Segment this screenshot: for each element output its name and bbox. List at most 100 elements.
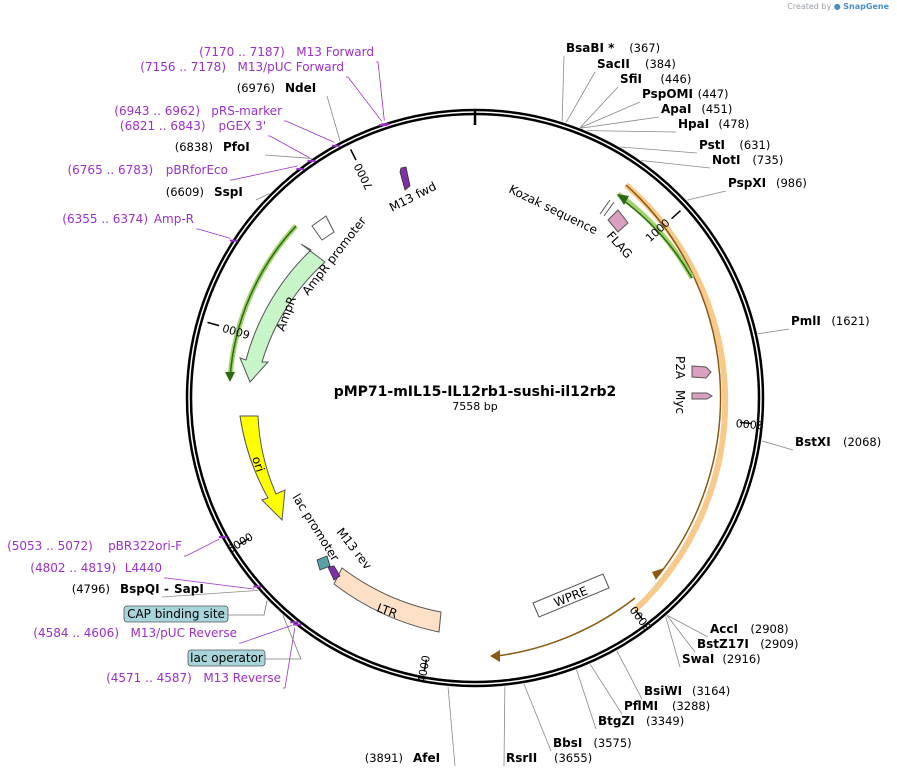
site-separator: - xyxy=(164,582,169,596)
site-leader-pspxi xyxy=(686,190,727,201)
site-psti[interactable]: PstI(631) xyxy=(699,138,770,152)
site-hpai[interactable]: HpaI(478) xyxy=(678,117,749,131)
primer-m13-puc-reverse[interactable]: M13/pUC Reverse(4584 .. 4606) xyxy=(33,626,237,640)
site-sspi[interactable]: (6609)SspI xyxy=(166,185,243,199)
site-name: AfeI xyxy=(413,751,440,765)
site-bsabi[interactable]: BsaBI *(367) xyxy=(566,41,660,55)
ampr-promoter-arrow[interactable] xyxy=(311,215,335,241)
feature-label-ltr: LTR xyxy=(375,601,399,621)
primer-amp-r[interactable]: Amp-R(6355 .. 6374) xyxy=(62,212,194,226)
site-leader-apai xyxy=(581,116,660,129)
box-background xyxy=(123,605,229,623)
flag-arrow[interactable] xyxy=(607,209,629,233)
primer-name: pGEX 3' xyxy=(219,119,266,133)
site-position: (2908) xyxy=(750,622,788,636)
primer-range: (7156 .. 7178) xyxy=(140,60,226,74)
myc-arrow[interactable] xyxy=(691,392,713,400)
site-name: SspI xyxy=(214,185,243,199)
primer-pbr322ori-f[interactable]: pBR322ori-F(5053 .. 5072) xyxy=(7,539,182,553)
site-name: PmlI xyxy=(791,314,821,328)
primer-range: (4584 .. 4606) xyxy=(33,626,119,640)
site-bstxi[interactable]: BstXI(2068) xyxy=(795,435,881,449)
site-position: (2916) xyxy=(722,652,760,666)
primer-pbrforeco[interactable]: pBRforEco(6765 .. 6783) xyxy=(67,163,228,177)
site-name: AccI xyxy=(710,622,738,636)
site-sfii[interactable]: SfiI(446) xyxy=(620,72,691,86)
site-name: SfiI xyxy=(620,72,642,86)
site-position: (478) xyxy=(718,117,749,131)
site-position: (3349) xyxy=(646,714,684,728)
site-position: (6976) xyxy=(237,81,275,95)
orf-arrow-green xyxy=(617,194,629,205)
site-btgzi[interactable]: BtgZI(3349) xyxy=(598,714,684,728)
primer-name: L4440 xyxy=(125,561,162,575)
orf-arrow-lower xyxy=(490,650,500,662)
features xyxy=(239,166,713,633)
ltr-arrow[interactable] xyxy=(333,567,442,633)
site-apai[interactable]: ApaI(451) xyxy=(661,102,732,116)
ori-arrow[interactable] xyxy=(239,415,286,522)
site-position: (3288) xyxy=(672,699,710,713)
site-pspomi[interactable]: PspOMI(447) xyxy=(642,87,729,101)
site-acci[interactable]: AccI (2908) xyxy=(710,622,789,636)
site-pflmi[interactable]: PflMI(3288) xyxy=(624,699,710,713)
site-sacii[interactable]: SacII(384) xyxy=(597,57,676,71)
site-leader-sspi xyxy=(255,193,270,201)
boxed-lac-operator[interactable]: lac operator xyxy=(187,649,266,667)
site-pfoi[interactable]: (6838)PfoI xyxy=(175,140,250,154)
site-name-2: SapI xyxy=(174,582,204,596)
site-name: SwaI xyxy=(682,652,714,666)
primer-leader-m13-puc-reverse xyxy=(239,624,292,644)
primer-m13-reverse[interactable]: M13 Reverse(4571 .. 4587) xyxy=(106,671,281,685)
primer-l4440[interactable]: L4440(4802 .. 4819) xyxy=(30,561,162,575)
p2a-arrow[interactable] xyxy=(691,365,712,379)
tick-label-6000: 6000 xyxy=(221,321,251,341)
primer-range: (6821 .. 6843) xyxy=(120,119,206,133)
site-position: (3655) xyxy=(554,751,592,765)
site-afei[interactable]: (3891)AfeI xyxy=(365,751,440,765)
box-label: lac operator xyxy=(190,651,263,665)
site-ndei[interactable]: (6976) NdeI xyxy=(237,81,317,95)
primer-pgex-3[interactable]: pGEX 3' (6821 .. 6843) xyxy=(120,119,266,133)
site-leader-bbsi xyxy=(523,683,552,752)
wpre-box[interactable] xyxy=(532,573,610,618)
site-pmli[interactable]: PmlI(1621) xyxy=(791,314,870,328)
site-name: NdeI xyxy=(285,81,316,95)
lac-promoter-box[interactable] xyxy=(316,555,331,571)
site-bbsi[interactable]: BbsI(3575) xyxy=(553,736,632,750)
backbone xyxy=(185,108,765,688)
site-position: (2068) xyxy=(843,435,881,449)
feature-label-flag: FLAG xyxy=(604,229,635,262)
m13-rev-arrow[interactable] xyxy=(327,565,341,581)
box-label: CAP binding site xyxy=(127,607,225,621)
site-leader-sacii xyxy=(565,71,596,123)
ampr-arrow[interactable] xyxy=(239,243,326,383)
m13-fwd-arrow[interactable] xyxy=(399,166,411,191)
box-background xyxy=(187,649,266,667)
ampr-band-arrow xyxy=(225,372,235,382)
site-bstz17i[interactable]: BstZ17I(2909) xyxy=(697,637,798,651)
credit-brand: SnapGene xyxy=(843,2,889,11)
box-leader-cap-binding-site xyxy=(228,600,268,616)
restriction-sites: BsaBI *(367) SacII(384)SfiI(446)PspOMI(44… xyxy=(72,41,882,765)
primer-leader-m13-reverse xyxy=(283,627,296,689)
site-leader-btgzi xyxy=(576,669,597,730)
site-rsrii[interactable]: RsrII(3655) xyxy=(506,751,592,765)
site-noti[interactable]: NotI(735) xyxy=(712,153,783,167)
site-name: SacII xyxy=(597,57,630,71)
site-leader-bstxi xyxy=(761,440,794,451)
site-position: (3575) xyxy=(593,736,631,750)
site-swai[interactable]: SwaI (2916) xyxy=(682,652,761,666)
orf-line-main xyxy=(625,184,722,577)
site-position: (735) xyxy=(752,153,783,167)
site-pspxi[interactable]: PspXI(986) xyxy=(728,176,807,190)
tick-label-5000: 5000 xyxy=(225,530,256,556)
primer-m13-puc-forward[interactable]: M13/pUC Forward(7156 .. 7178) xyxy=(140,60,344,74)
primer-name: pBRforEco xyxy=(166,163,228,177)
boxed-cap-binding-site[interactable]: CAP binding site xyxy=(123,605,229,623)
site-bspqi[interactable]: (4796)BspQI-SapI xyxy=(72,582,204,596)
primer-prs-marker[interactable]: pRS-marker(6943 .. 6962) xyxy=(114,104,282,118)
primer-m13-forward[interactable]: M13 Forward(7170 .. 7187) xyxy=(199,45,374,59)
site-bsiwi[interactable]: BsiWI(3164) xyxy=(644,684,730,698)
site-position: (2909) xyxy=(760,637,798,651)
